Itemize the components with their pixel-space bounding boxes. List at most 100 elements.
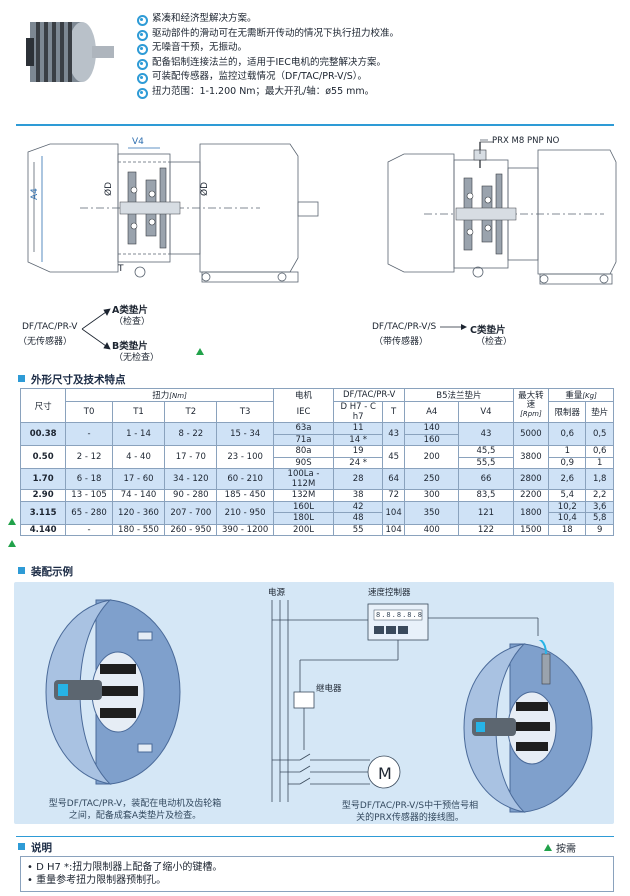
cell-dh7: 48 (333, 512, 384, 525)
relay-label: 继电器 (316, 684, 342, 694)
th-t3: T3 (216, 401, 274, 423)
cell-dh7: 24 * (333, 456, 384, 469)
flow-arrow-right (440, 324, 467, 330)
dim-v4: V4 (132, 137, 144, 147)
feature-item: 扭力范围：1-1.200 Nm；最大开孔/轴：ø55 mm。 (136, 85, 616, 100)
cell-t0: - (65, 422, 113, 446)
feature-list: 紧凑和经济型解决方案。 驱动部件的滑动可在无需断开传动的情况下执行扭力校准。 无… (136, 12, 616, 100)
th-limiter: 限制器 (548, 401, 587, 423)
cell-a4: 350 (404, 500, 460, 525)
dim-a4: A4 (30, 188, 40, 200)
th-t: T (382, 401, 406, 423)
cell-size: 00.38 (19, 422, 67, 446)
cell-a4: 250 (404, 468, 460, 490)
table-row: 90S 24 * 55,5 0,9 1 (21, 456, 614, 469)
power-label: 电源 (268, 588, 286, 598)
flow-arrows-left (81, 308, 111, 350)
cell-a4: 300 (404, 489, 460, 502)
notes-title: 说明 (18, 840, 52, 855)
on-request-marker (196, 348, 204, 355)
cell-v4: 43 (458, 422, 514, 446)
cell-dh7: 42 (333, 500, 384, 513)
spacer-a-title: A类垫片 (112, 305, 148, 316)
cell-t3: 185 - 450 (216, 489, 274, 502)
table-row: 0.50 2 - 12 4 - 40 17 - 70 23 - 100 80a … (19, 445, 614, 469)
cell-size: 1.70 (19, 468, 67, 490)
left-caption: 型号DF/TAC/PR-V，装配在电动机及齿轮箱 之间，配备成套A类垫片及检查。 (30, 798, 240, 822)
cell-t3: 210 - 950 (216, 500, 274, 525)
on-request-marker (8, 540, 16, 547)
cell-iec: 80a (272, 445, 335, 458)
cell-rpm: 1500 (512, 523, 550, 536)
feature-item: 驱动部件的滑动可在无需断开传动的情况下执行扭力校准。 (136, 27, 616, 42)
cell-limiter: 1 (548, 445, 587, 458)
cell-spacer: 2,2 (585, 489, 614, 502)
th-torque-unit: [Nm] (169, 392, 187, 400)
cell-a4: 160 (404, 433, 460, 446)
cell-iec: 132M (272, 489, 335, 502)
th-motor: 电机 (272, 388, 335, 402)
feature-item: 可装配传感器，监控过载情况（DF/TAC/PR-V/S）。 (136, 70, 616, 85)
table-row: 180L 48 10,4 5,8 (21, 512, 614, 525)
dim-d: ØD (104, 181, 114, 196)
cell-t2: 34 - 120 (164, 468, 218, 490)
note-item: • D H7 *:扭力限制器上配备了缩小的键槽。 (27, 862, 223, 873)
dim-d2: ØD (200, 181, 210, 196)
right-caption: 型号DF/TAC/PR-V/S中干预信号相 关的PRX传感器的接线图。 (320, 800, 500, 824)
cell-t1: 4 - 40 (111, 445, 166, 469)
section-divider (16, 124, 614, 126)
cell-iec: 180L (272, 512, 335, 525)
cell-t3: 390 - 1200 (216, 523, 274, 536)
cell-limiter: 5,4 (548, 489, 587, 502)
cell-v4: 122 (458, 523, 514, 536)
wiring-diagram (271, 600, 539, 802)
cell-spacer: 3,6 (585, 500, 614, 513)
cell-t: 43 (382, 422, 406, 446)
model-dftacprv: DF/TAC/PR-V (22, 322, 78, 332)
right-caption-line: 型号DF/TAC/PR-V/S中干预信号相 (341, 801, 479, 811)
right-caption-line: 关的PRX传感器的接线图。 (356, 813, 464, 823)
cell-dh7: 11 (333, 422, 384, 435)
model-with-sensor: （带传感器） (374, 337, 429, 347)
cell-dh7: 28 (333, 468, 384, 490)
cell-rpm: 2200 (512, 489, 550, 502)
table-section-title: 外形尺寸及技术特点 (18, 372, 126, 387)
cell-limiter: 0,9 (548, 456, 587, 469)
cell-limiter: 18 (548, 523, 587, 536)
cell-dh7: 14 * (333, 433, 384, 446)
on-request-marker (544, 844, 552, 851)
th-max-speed: 最大转速[Rpm] (512, 388, 550, 423)
cell-dh7: 19 (333, 445, 384, 458)
th-df-group: DF/TAC/PR-V (333, 388, 406, 402)
th-dh7: D H7 - C h7 (333, 401, 384, 423)
dim-t: T (118, 264, 124, 274)
cell-spacer: 0,5 (585, 422, 614, 446)
sensor-label: PRX M8 PNP NO (492, 136, 560, 146)
cell-t2: 207 - 700 (164, 500, 218, 525)
left-caption-line: 型号DF/TAC/PR-V，装配在电动机及齿轮箱 (48, 799, 222, 809)
cell-rpm: 5000 (512, 422, 550, 446)
cell-v4: 66 (458, 468, 514, 490)
table-row: 3.115 65 - 280 120 - 360 207 - 700 210 -… (19, 500, 614, 525)
cell-t0: 6 - 18 (65, 468, 113, 490)
sensor-leader-line (479, 141, 494, 154)
notes-box: • D H7 *:扭力限制器上配备了缩小的键槽。 • 重量参考扭力限制器预制孔。 (20, 856, 614, 892)
cell-t0: 2 - 12 (65, 445, 113, 469)
feature-item: 配备铝制连接法兰的，适用于IEC电机的完整解决方案。 (136, 56, 616, 71)
spacer-b-sub: （无检查） (114, 353, 160, 363)
cell-size: 3.115 (19, 500, 67, 525)
left-caption-line: 之间，配备成套A类垫片及检查。 (68, 811, 202, 821)
cell-t1: 17 - 60 (111, 468, 166, 490)
cell-t0: 13 - 105 (65, 489, 113, 502)
cell-spacer: 5,8 (585, 512, 614, 525)
cell-rpm: 1800 (512, 500, 550, 525)
assembly-section-title: 装配示例 (18, 564, 73, 579)
feature-item: 紧凑和经济型解决方案。 (136, 12, 616, 27)
table-row: 71a 14 * 160 (21, 433, 614, 446)
cell-t3: 15 - 34 (216, 422, 274, 446)
cell-limiter: 10,2 (548, 500, 587, 513)
cell-iec: 160L (272, 500, 335, 513)
cell-dh7: 55 (333, 523, 384, 536)
th-weight: 重量[Kg] (548, 388, 614, 402)
cell-t: 104 (382, 500, 406, 525)
